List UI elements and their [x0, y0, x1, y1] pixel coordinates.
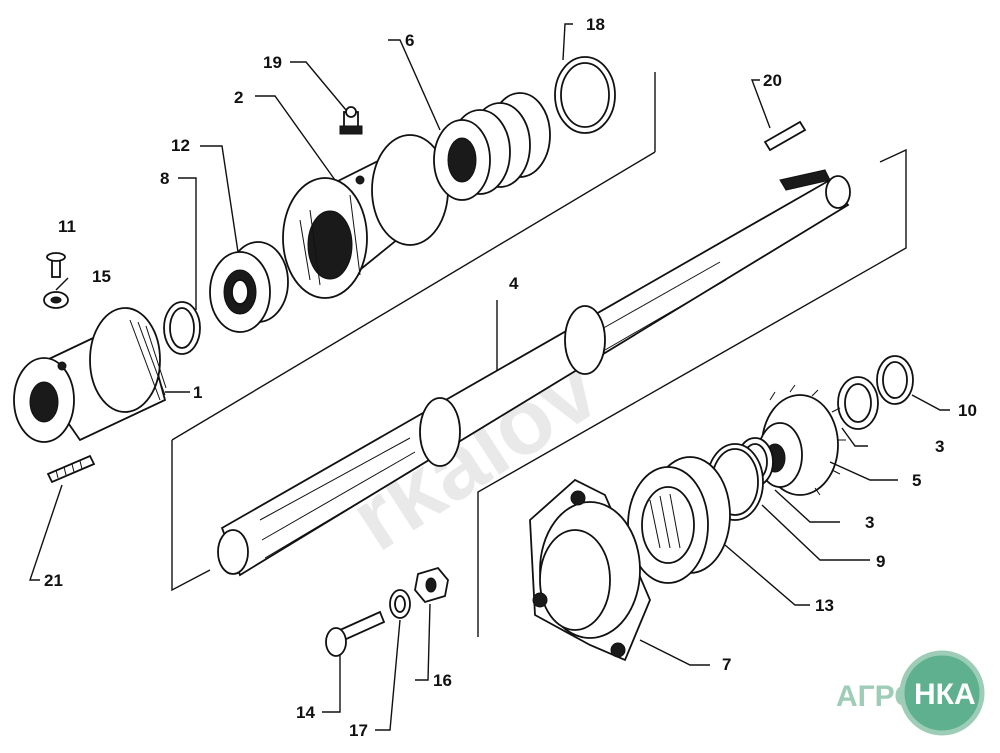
part-4-shaft	[217, 169, 851, 577]
callout-5: 5	[912, 471, 921, 490]
callout-16: 16	[433, 671, 452, 690]
assembly-line-upper	[171, 151, 656, 441]
callout-19: 19	[263, 53, 282, 72]
leader-15	[55, 277, 69, 291]
logo-text-right: НКА	[914, 678, 976, 711]
part-19-grease-nipple	[339, 106, 363, 135]
part-18-shim	[554, 56, 616, 134]
callout-18: 18	[586, 15, 605, 34]
part-14-bolt	[325, 610, 386, 657]
leader-9	[761, 504, 870, 561]
callout-8: 8	[160, 169, 169, 188]
callout-3-upper: 3	[935, 437, 944, 456]
leader-13	[724, 544, 810, 606]
leader-10	[911, 394, 950, 411]
part-17-lock-washer	[389, 589, 411, 619]
part-3-washer-upper	[837, 376, 879, 430]
callout-1: 1	[193, 383, 202, 402]
callout-20: 20	[763, 71, 782, 90]
leader-17	[375, 619, 401, 731]
leader-7	[639, 639, 710, 666]
part-16-nut	[414, 566, 449, 604]
leader-5	[829, 461, 898, 481]
leader-12	[200, 145, 239, 253]
callout-14: 14	[296, 703, 315, 722]
callout-11: 11	[58, 217, 76, 236]
part-15-washer	[43, 291, 69, 309]
leader-19	[290, 61, 347, 111]
agronka-logo: АГРО НКА	[836, 650, 985, 736]
part-8-snap-ring	[163, 301, 201, 355]
leader-6	[388, 39, 441, 131]
leader-8	[178, 177, 197, 310]
part-21-key	[46, 454, 96, 484]
callout-15: 15	[92, 267, 111, 286]
part-10-snap-ring	[876, 355, 914, 405]
callout-7: 7	[722, 655, 731, 674]
part-2-gear-sleeve	[282, 134, 449, 299]
leader-18	[562, 23, 573, 61]
callout-21: 21	[44, 571, 63, 590]
assembly-line-right	[477, 148, 907, 637]
callout-2: 2	[234, 88, 243, 107]
part-20-key	[763, 120, 807, 152]
callout-10: 10	[958, 401, 977, 420]
part-13-bearing	[627, 456, 731, 584]
part-7-flange	[529, 478, 651, 662]
leader-16	[415, 603, 431, 681]
leader-3b	[774, 489, 840, 523]
part-12-bearing	[209, 241, 289, 333]
leader-20	[750, 79, 771, 129]
leader-14	[322, 655, 341, 713]
callout-12: 12	[171, 136, 190, 155]
part-6-spring	[433, 92, 551, 201]
callout-6: 6	[405, 31, 414, 50]
leader-21	[29, 484, 63, 581]
part-11-bolt	[46, 252, 66, 278]
part-1-hub	[13, 307, 167, 443]
callout-17: 17	[349, 721, 368, 740]
callout-3-lower: 3	[865, 513, 874, 532]
callout-4: 4	[509, 274, 519, 293]
part-5-sprocket	[757, 384, 846, 496]
leader-2	[255, 95, 336, 181]
callout-9: 9	[876, 552, 885, 571]
leader-3a	[841, 427, 868, 447]
callout-13: 13	[815, 596, 834, 615]
assembly-line-left	[171, 440, 211, 592]
logo-badge	[899, 650, 985, 736]
